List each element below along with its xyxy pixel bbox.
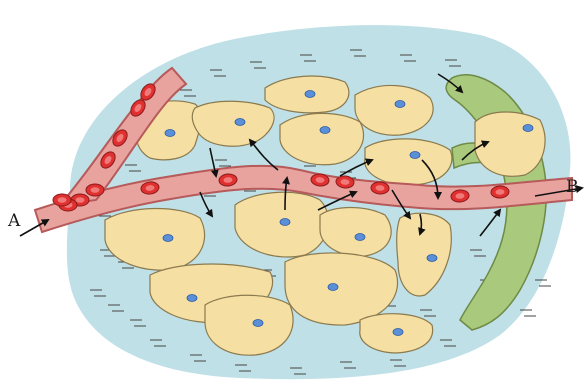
nucleus-icon	[305, 91, 315, 98]
red-blood-cell-icon	[53, 194, 71, 206]
nucleus-icon	[187, 295, 197, 302]
nucleus-icon	[395, 101, 405, 108]
red-blood-cell-icon	[491, 186, 510, 199]
tissue-cell	[475, 112, 545, 176]
red-blood-cell-icon	[86, 184, 104, 196]
tissue-cell	[360, 314, 433, 353]
nucleus-icon	[165, 130, 175, 137]
tissue-cell	[235, 192, 328, 257]
cell-body	[355, 85, 433, 135]
nucleus-icon	[393, 329, 403, 336]
tissue-cell	[355, 85, 433, 135]
cell-body	[475, 112, 545, 176]
nucleus-icon	[523, 125, 533, 132]
nucleus-icon	[410, 152, 420, 159]
tissue-cell	[365, 139, 452, 185]
tissue-cell	[265, 76, 349, 113]
label-b: B	[566, 177, 579, 197]
cell-body	[365, 139, 452, 185]
cell-body	[280, 113, 364, 164]
nucleus-icon	[253, 320, 263, 327]
nucleus-icon	[320, 127, 330, 134]
nucleus-icon	[280, 219, 290, 226]
nucleus-icon	[328, 284, 338, 291]
nucleus-icon	[163, 235, 173, 242]
label-a: A	[7, 211, 21, 231]
cell-body	[205, 295, 293, 355]
tissue-cell	[205, 295, 293, 355]
nucleus-icon	[427, 255, 437, 262]
red-blood-cell-icon	[371, 182, 390, 195]
nucleus-icon	[235, 119, 245, 126]
tissue-cell	[280, 113, 364, 164]
nucleus-icon	[355, 234, 365, 241]
